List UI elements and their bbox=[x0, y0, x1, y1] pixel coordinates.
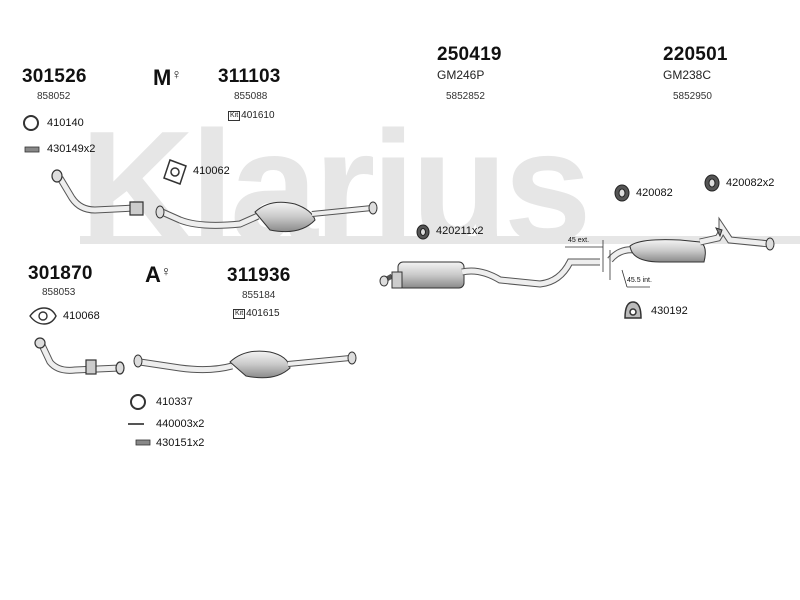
middle-silencer-250419 bbox=[379, 258, 600, 289]
part-250419: 250419 bbox=[437, 44, 502, 65]
dim-int: 45.5 int. bbox=[627, 277, 652, 284]
ring-gasket-410140-icon bbox=[23, 115, 39, 131]
ring-gasket-410337-icon bbox=[130, 394, 146, 410]
clamp-430192-icon bbox=[624, 301, 642, 319]
front-pipe-301526 bbox=[51, 169, 144, 216]
kit-box-icon: Kit bbox=[228, 111, 241, 121]
label-420082x2: 420082x2 bbox=[726, 177, 775, 189]
part-220501: 220501 bbox=[663, 44, 728, 65]
rear-silencer-220501 bbox=[607, 216, 775, 263]
dimension-lines bbox=[565, 240, 650, 288]
code-gm238c: GM238C bbox=[663, 68, 712, 82]
label-410337: 410337 bbox=[156, 396, 193, 408]
code-gm246p: GM246P bbox=[437, 68, 485, 82]
flange-gasket-410062-icon bbox=[163, 159, 187, 185]
label-420211: 420211x2 bbox=[436, 225, 484, 237]
ref-858052: 858052 bbox=[37, 91, 71, 102]
kit-box-icon: Kit bbox=[233, 309, 246, 319]
watermark-bar bbox=[80, 236, 800, 244]
rubber-mount-420211-icon bbox=[416, 224, 430, 240]
front-pipe-301870 bbox=[34, 337, 125, 375]
part-301526: 301526 bbox=[22, 66, 87, 87]
label-410062: 410062 bbox=[193, 165, 230, 177]
gasket-410068-icon bbox=[29, 307, 57, 325]
part-301870: 301870 bbox=[28, 263, 93, 284]
catalytic-converter-311103 bbox=[155, 201, 378, 233]
ref-5852852: 5852852 bbox=[446, 91, 485, 102]
part-311936: 311936 bbox=[227, 265, 291, 286]
automatic-badge-icon: A♀ bbox=[145, 262, 172, 287]
ref-858053: 858053 bbox=[42, 287, 76, 298]
ref-5852950: 5852950 bbox=[673, 91, 712, 102]
dim-ext: 45 ext. bbox=[568, 237, 590, 244]
ref-855088: 855088 bbox=[234, 91, 268, 102]
label-430192: 430192 bbox=[651, 305, 688, 317]
label-410068: 410068 bbox=[63, 310, 100, 322]
manual-badge-icon: M♀ bbox=[153, 65, 182, 90]
label-420082: 420082 bbox=[636, 187, 673, 199]
part-311103: 311103 bbox=[218, 66, 281, 87]
catalytic-converter-311936 bbox=[133, 350, 357, 379]
rubber-mount-420082-icon bbox=[614, 184, 630, 202]
bolt-430151-icon bbox=[135, 439, 151, 446]
label-430151: 430151x2 bbox=[156, 437, 205, 449]
label-410140: 410140 bbox=[47, 117, 84, 129]
rubber-mount-420082x2-icon bbox=[704, 174, 720, 192]
label-430149: 430149x2 bbox=[47, 143, 96, 155]
label-440003: 440003x2 bbox=[156, 418, 205, 430]
bolt-430149-icon bbox=[24, 146, 40, 153]
ref-855184: 855184 bbox=[242, 290, 276, 301]
